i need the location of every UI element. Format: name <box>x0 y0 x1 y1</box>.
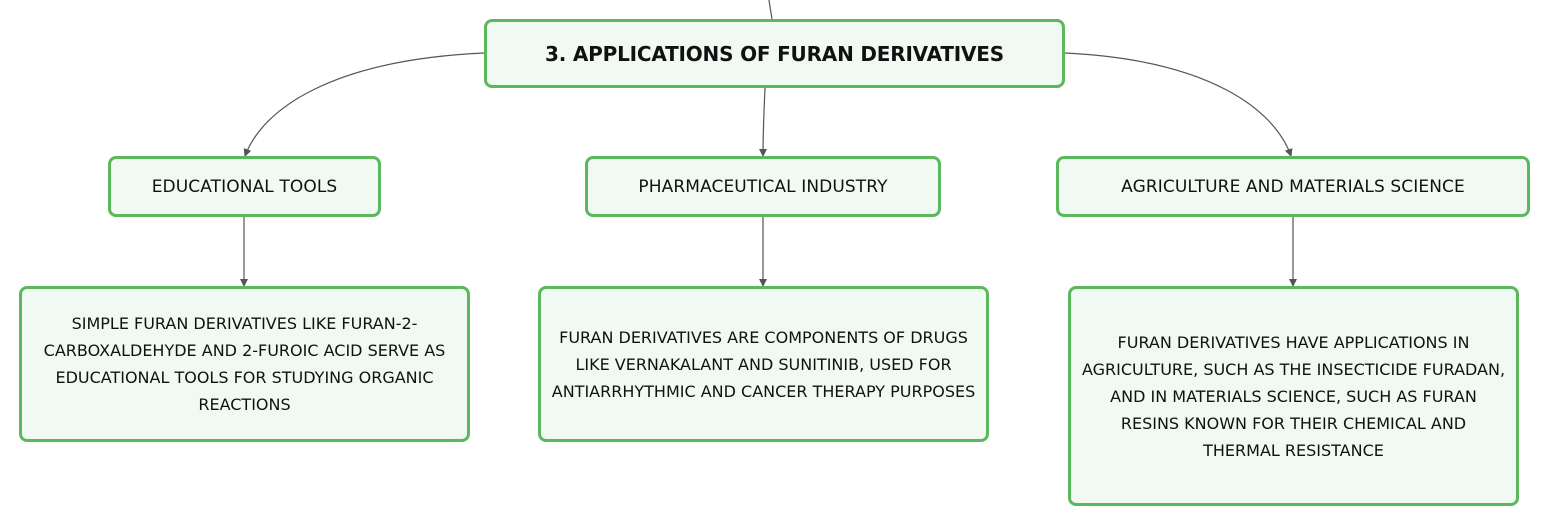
detail-text-educational-tools: SIMPLE FURAN DERIVATIVES LIKE FURAN-2-CA… <box>43 314 446 414</box>
category-label-pharmaceutical-industry: PHARMACEUTICAL INDUSTRY <box>638 176 888 197</box>
connector-root-to-agriculture-materials <box>1064 52 1293 157</box>
detail-node-pharmaceutical-industry[interactable]: FURAN DERIVATIVES ARE COMPONENTS OF DRUG… <box>538 286 989 442</box>
category-node-educational-tools[interactable]: EDUCATIONAL TOOLS <box>108 156 381 217</box>
root-node-applications[interactable]: 3. APPLICATIONS OF FURAN DERIVATIVES <box>484 19 1065 88</box>
category-node-pharmaceutical-industry[interactable]: PHARMACEUTICAL INDUSTRY <box>585 156 941 217</box>
detail-node-educational-tools[interactable]: SIMPLE FURAN DERIVATIVES LIKE FURAN-2-CA… <box>19 286 470 442</box>
connector-root-to-educational-tools <box>243 52 485 157</box>
root-node-label: 3. APPLICATIONS OF FURAN DERIVATIVES <box>545 41 1004 66</box>
category-label-agriculture-materials-science: AGRICULTURE AND MATERIALS SCIENCE <box>1121 176 1465 197</box>
category-label-educational-tools: EDUCATIONAL TOOLS <box>151 176 338 197</box>
detail-node-agriculture-materials-science[interactable]: FURAN DERIVATIVES HAVE APPLICATIONS IN A… <box>1068 286 1519 506</box>
category-node-agriculture-materials-science[interactable]: AGRICULTURE AND MATERIALS SCIENCE <box>1056 156 1530 217</box>
connector-parent-to-root <box>768 0 773 20</box>
detail-text-pharmaceutical-industry: FURAN DERIVATIVES ARE COMPONENTS OF DRUG… <box>551 327 976 401</box>
detail-text-agriculture-materials-science: FURAN DERIVATIVES HAVE APPLICATIONS IN A… <box>1081 332 1506 460</box>
connector-root-to-pharmaceutical-industry <box>759 87 768 157</box>
